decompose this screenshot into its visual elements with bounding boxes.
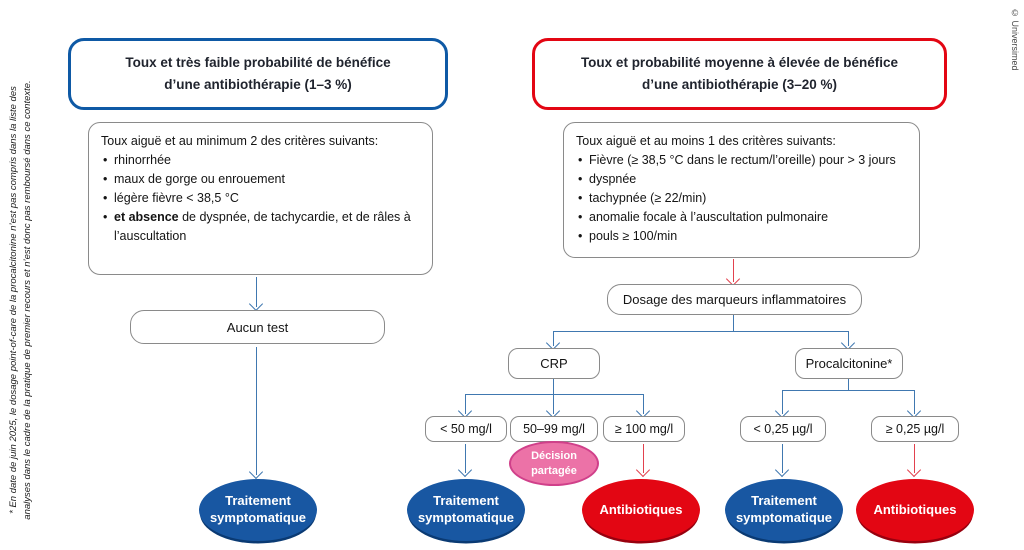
copyright-credit: © Universimed	[1010, 8, 1020, 71]
outcome-antibiotics-label: Antibiotiques	[599, 501, 683, 517]
criteria-high-item: Fièvre (≥ 38,5 °C dans le rectum/l’oreil…	[576, 151, 915, 170]
criteria-high-item: pouls ≥ 100/min	[576, 227, 915, 246]
criteria-low-item: maux de gorge ou enrouement	[101, 170, 420, 189]
outcome-symptomatic-treatment: Traitement symptomatique	[199, 479, 317, 541]
connector-pct-stub	[848, 379, 849, 390]
outcome-symptomatic-treatment: Traitement symptomatique	[725, 479, 843, 541]
pct-threshold-high: ≥ 0,25 µg/l	[871, 416, 959, 442]
pct-threshold-low: < 0,25 µg/l	[740, 416, 826, 442]
criteria-high-item: tachypnée (≥ 22/min)	[576, 189, 915, 208]
criteria-low-item-rest: de dyspnée, de tachycardie, et de râles …	[114, 210, 411, 243]
criteria-box-low: Toux aiguë et au minimum 2 des critères …	[88, 122, 433, 275]
crp-threshold-low: < 50 mg/l	[425, 416, 507, 442]
criteria-high-item: dyspnée	[576, 170, 915, 189]
crp-threshold-mid: 50–99 mg/l	[510, 416, 598, 442]
outcome-label-line-2: symptomatique	[417, 510, 515, 525]
header-high-probability: Toux et probabilité moyenne à élevée de …	[532, 38, 947, 110]
arrow-to-pct-low	[782, 390, 783, 414]
inflammatory-markers-box: Dosage des marqueurs inflammatoires	[607, 284, 862, 315]
outcome-label-line-1: Traitement	[225, 493, 291, 509]
outcome-antibiotics: Antibiotiques	[856, 479, 974, 541]
shared-decision-oval: Décision partagée	[509, 441, 599, 486]
outcome-label-line-1: Traitement	[751, 493, 817, 509]
criteria-low-item: légère fièvre < 38,5 °C	[101, 189, 420, 208]
connector-pct-horizontal	[782, 390, 915, 391]
footnote-vertical: * En date de juin 2025, le dosage point-…	[7, 55, 35, 545]
crp-box: CRP	[508, 348, 600, 379]
arrow-pct-low-to-symptomatic	[782, 444, 783, 473]
footnote-line-2: analyses dans le cadre de la pratique de…	[22, 80, 33, 520]
criteria-high-list: Fièvre (≥ 38,5 °C dans le rectum/l’oreil…	[576, 151, 915, 246]
connector-dosage-stub	[733, 315, 734, 331]
arrow-to-crp-high	[643, 394, 644, 414]
shared-decision-line-2: partagée	[531, 464, 577, 477]
outcome-label-line-1: Traitement	[433, 493, 499, 509]
header-low-probability: Toux et très faible probabilité de bénéf…	[68, 38, 448, 110]
outcome-antibiotics: Antibiotiques	[582, 479, 700, 541]
outcome-label-line-2: symptomatique	[735, 510, 833, 525]
no-test-box: Aucun test	[130, 310, 385, 344]
connector-crp-stub	[553, 379, 554, 394]
arrow-to-crp-low	[465, 394, 466, 414]
header-low-line-2: d’une antibiothérapie (1–3 %)	[164, 77, 352, 92]
outcome-symptomatic-treatment: Traitement symptomatique	[407, 479, 525, 541]
criteria-low-item: rhinorrhée	[101, 151, 420, 170]
outcome-antibiotics-label: Antibiotiques	[873, 501, 957, 517]
crp-threshold-high: ≥ 100 mg/l	[603, 416, 685, 442]
criteria-box-high: Toux aiguë et au moins 1 des critères su…	[563, 122, 920, 258]
connector-crp-horizontal	[465, 394, 644, 395]
arrow-crp-high-to-antibiotics	[643, 444, 644, 473]
arrow-crp-low-to-symptomatic	[465, 444, 466, 473]
shared-decision-line-1: Décision	[531, 450, 577, 463]
arrow-criteria-to-dosage	[733, 259, 734, 282]
arrow-pct-high-to-antibiotics	[914, 444, 915, 473]
criteria-high-item: anomalie focale à l’auscultation pulmona…	[576, 208, 915, 227]
procalcitonine-box: Procalcitonine*	[795, 348, 903, 379]
arrow-to-crp-mid	[553, 394, 554, 414]
header-high-line-1: Toux et probabilité moyenne à élevée de …	[580, 54, 899, 70]
arrow-to-pct-high	[914, 390, 915, 414]
header-high-line-2: d’une antibiothérapie (3–20 %)	[641, 77, 838, 92]
criteria-high-title: Toux aiguë et au moins 1 des critères su…	[576, 134, 836, 148]
connector-dosage-horizontal	[553, 331, 849, 332]
outcome-label-line-2: symptomatique	[209, 510, 307, 525]
arrow-criteria-to-no-test	[256, 277, 257, 307]
criteria-low-list: rhinorrhée maux de gorge ou enrouement l…	[101, 151, 420, 246]
arrow-to-procalcitonine	[848, 331, 849, 346]
footnote-line-1: * En date de juin 2025, le dosage point-…	[8, 86, 20, 514]
arrow-no-test-to-outcome	[256, 347, 257, 475]
header-low-line-1: Toux et très faible probabilité de bénéf…	[125, 54, 391, 70]
criteria-low-item-bold: et absence	[114, 210, 179, 224]
criteria-low-item: et absence de dyspnée, de tachycardie, e…	[101, 208, 420, 246]
arrow-to-crp	[553, 331, 554, 346]
criteria-low-title: Toux aiguë et au minimum 2 des critères …	[101, 134, 379, 148]
